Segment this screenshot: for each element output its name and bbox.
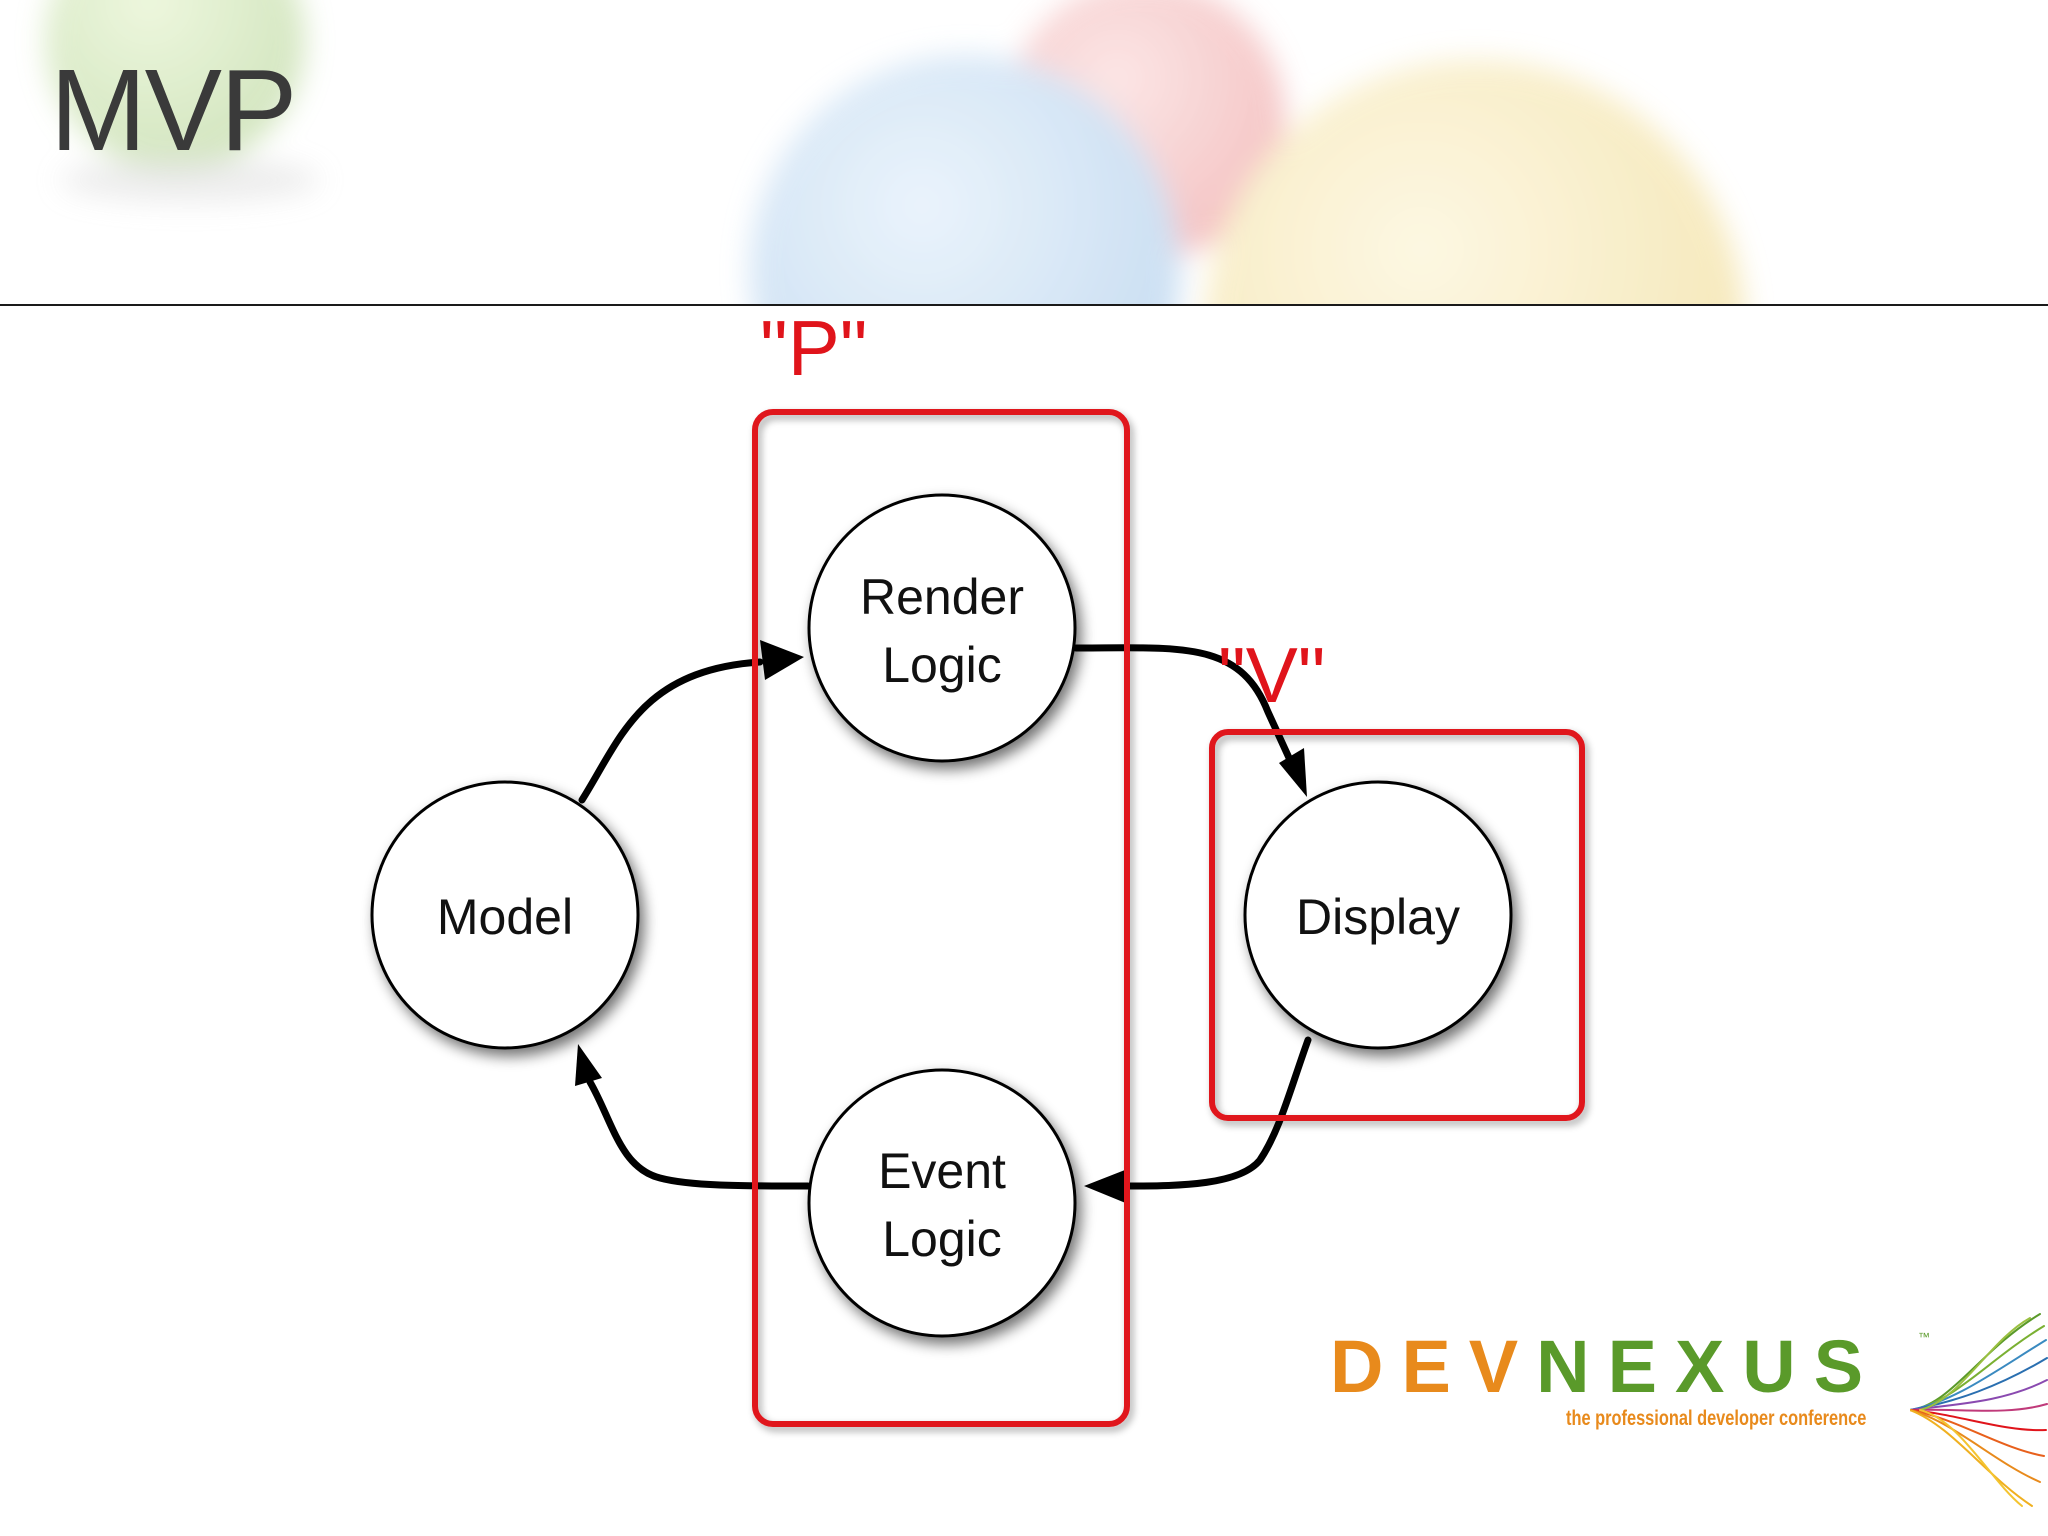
decor-sphere-yellow	[1206, 60, 1744, 305]
node-model-label: Model	[437, 889, 573, 945]
arrowhead-into-render	[760, 640, 804, 680]
logo-tagline: the professional developer conference	[1566, 1407, 1867, 1430]
node-event-logic-label-line1: Event	[878, 1143, 1006, 1199]
logo-word-nexus: NEXUS	[1536, 1325, 1882, 1408]
node-render-logic: Render Logic	[807, 493, 1077, 763]
node-display: Display	[1243, 780, 1513, 1050]
edge-display-to-event	[1126, 1036, 1312, 1190]
arrowhead-into-display	[1279, 748, 1307, 797]
edge-event-to-model	[586, 1078, 812, 1190]
arrowhead-into-event	[1084, 1168, 1130, 1204]
logo-word-dev: DEV	[1330, 1325, 1537, 1408]
slide-title: MVP	[50, 45, 297, 175]
node-event-logic: Event Logic	[807, 1068, 1077, 1338]
logo-wordmark: DEVNEXUS	[1330, 1330, 1881, 1404]
logo-fan-graphic	[1910, 1313, 2048, 1507]
presenter-group-box	[752, 409, 1130, 1427]
decor-shadow-green	[60, 158, 320, 202]
arrowhead-into-model	[575, 1044, 602, 1086]
node-render-logic-label-line1: Render	[860, 569, 1024, 625]
edge-render-to-display	[1072, 644, 1294, 764]
presenter-group-label: "P"	[760, 304, 867, 392]
logo-trademark: ™	[1918, 1330, 1930, 1344]
view-group-label: "V"	[1218, 631, 1325, 719]
title-divider	[0, 304, 2048, 306]
node-event-logic-label-line2: Logic	[882, 1211, 1002, 1267]
node-display-label: Display	[1296, 889, 1460, 945]
devnexus-logo: DEVNEXUS ™ the professional developer co…	[1320, 1310, 2048, 1536]
decor-sphere-blue	[750, 55, 1180, 305]
header-decoration	[45, 0, 1744, 305]
edge-model-to-render	[578, 658, 764, 804]
decor-sphere-green	[45, 0, 305, 170]
view-group-box	[1209, 729, 1585, 1121]
node-model: Model	[370, 780, 640, 1050]
node-render-logic-label-line2: Logic	[882, 637, 1002, 693]
